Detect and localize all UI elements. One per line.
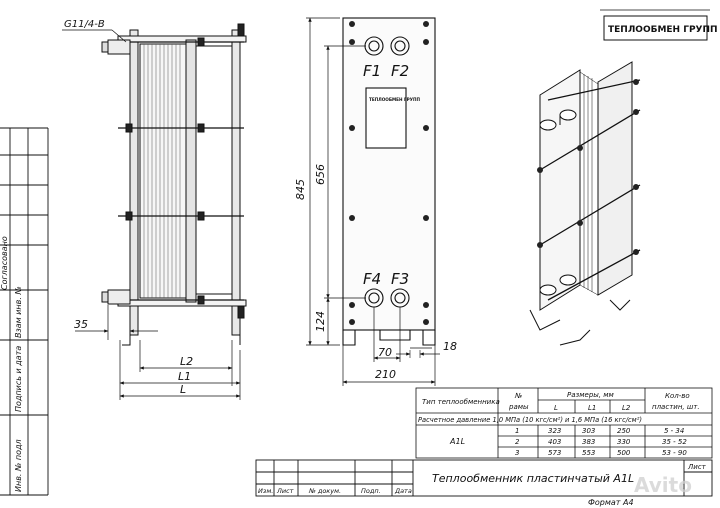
col-izm: Изм.	[258, 487, 273, 495]
left-margin-strip	[0, 127, 49, 496]
port-F2: F2	[391, 62, 409, 80]
table-cell: 323	[548, 427, 561, 435]
hdr-num2: рамы	[508, 403, 529, 411]
watermark: Avito	[634, 473, 692, 497]
front-bolts	[349, 21, 429, 325]
col-doc: № докум.	[308, 487, 341, 495]
table-cell: 383	[582, 438, 595, 446]
isometric-bolts	[537, 79, 639, 255]
hdr-qty: Кол-во	[665, 392, 690, 400]
pressure-row: Расчетное давление 1,0 МПа (10 кгс/см²) …	[418, 416, 642, 424]
model-cell: A1L	[449, 437, 465, 446]
hdr-type: Тип теплообменника	[422, 398, 500, 406]
dim-18: 18	[443, 340, 457, 353]
front-dimensions	[306, 17, 440, 386]
front-view	[342, 17, 436, 349]
dim-845: 845	[294, 179, 307, 200]
title-block-grid	[255, 459, 713, 497]
table-cell: 303	[582, 427, 595, 435]
dim-124: 124	[314, 311, 327, 332]
plate-logo: ТЕПЛООБМЕН ГРУПП	[369, 97, 420, 102]
table-cell: 403	[548, 438, 561, 446]
col-sign: Подп.	[361, 487, 381, 495]
strip-label-replace: Взам инв. №	[14, 286, 23, 338]
hdr-sizes: Размеры, мм	[567, 391, 615, 399]
table-cell: 500	[617, 449, 631, 457]
table-cell: 250	[617, 427, 631, 435]
table-cell: 573	[548, 449, 561, 457]
dim-210: 210	[375, 368, 396, 381]
dim-70: 70	[378, 346, 392, 359]
spec-table-grid	[415, 387, 713, 459]
table-cell: 5 - 34	[664, 427, 684, 435]
table-cell: 3	[515, 449, 519, 457]
strip-label-inv: Инв. № подл	[14, 439, 23, 492]
side-view	[62, 23, 247, 346]
table-cell: 53 - 90	[662, 449, 687, 457]
table-cell: 330	[617, 438, 631, 446]
port-F1: F1	[363, 62, 381, 80]
thread-label: G11/4-В	[64, 19, 105, 30]
hdr-col-L2: L2	[622, 404, 631, 412]
hdr-col-L: L	[554, 404, 558, 412]
logo-text: ТЕПЛООБМЕН ГРУПП	[608, 25, 718, 35]
spec-rows: 1 323 303 250 5 - 34 2 403 383 330 35 - …	[515, 427, 687, 457]
port-F4: F4	[363, 270, 381, 288]
col-date: Дата	[394, 487, 412, 495]
format-label: Формат А4	[588, 498, 634, 507]
col-list: Лист	[276, 487, 294, 495]
agreed-label: Согласовано	[0, 236, 9, 290]
strip-label-sign: Подпись и дата	[14, 346, 23, 412]
dim-L: L	[180, 383, 186, 396]
hdr-col-L1: L1	[588, 404, 596, 412]
dim-656: 656	[314, 164, 327, 185]
side-dimensions	[75, 305, 241, 400]
table-cell: 2	[515, 438, 520, 446]
dim-L1: L1	[178, 370, 191, 383]
isometric-view	[529, 61, 641, 346]
sheet-label: Лист	[687, 463, 707, 471]
hdr-num: №	[514, 392, 522, 400]
drawing-title: Теплообменник пластинчатый A1L	[432, 472, 634, 485]
dim-35: 35	[74, 318, 88, 331]
table-cell: 1	[515, 427, 519, 435]
dim-L2: L2	[180, 355, 193, 368]
table-cell: 35 - 52	[662, 438, 687, 446]
table-cell: 553	[582, 449, 595, 457]
hdr-qty2: пластин, шт.	[652, 403, 700, 411]
company-logo	[600, 9, 710, 41]
port-F3: F3	[391, 270, 409, 288]
